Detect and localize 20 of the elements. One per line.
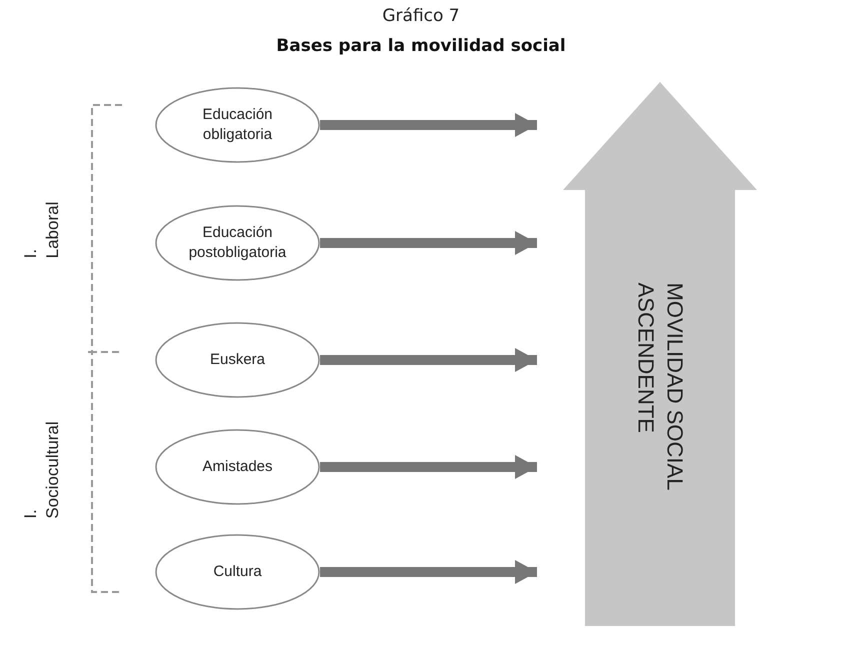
node-label: Educación obligatoria — [201, 104, 274, 145]
ellipse-node — [155, 429, 320, 505]
figure-title: Bases para la movilidad social — [275, 36, 567, 56]
node-label: Cultura — [213, 562, 262, 582]
arrow — [320, 560, 537, 584]
ellipse-node — [155, 534, 320, 610]
arrow-label: MOVILIDAD SOCIAL ASCENDENTE — [633, 283, 689, 492]
node-label: Euskera — [210, 350, 266, 370]
figure-caption: Gráfico 7 — [381, 6, 461, 26]
node-label: Educación postobligatoria — [188, 222, 288, 263]
ellipse-node — [155, 87, 320, 163]
arrow — [320, 231, 537, 255]
arrow — [320, 455, 537, 479]
arrow — [320, 113, 537, 137]
arrow — [320, 348, 537, 372]
ellipse-node — [155, 205, 320, 281]
ellipse-node — [155, 322, 320, 398]
group-label: I. Sociocultural — [20, 421, 63, 519]
node-label: Amistades — [202, 456, 273, 477]
group-label: I. Laboral — [20, 202, 63, 258]
